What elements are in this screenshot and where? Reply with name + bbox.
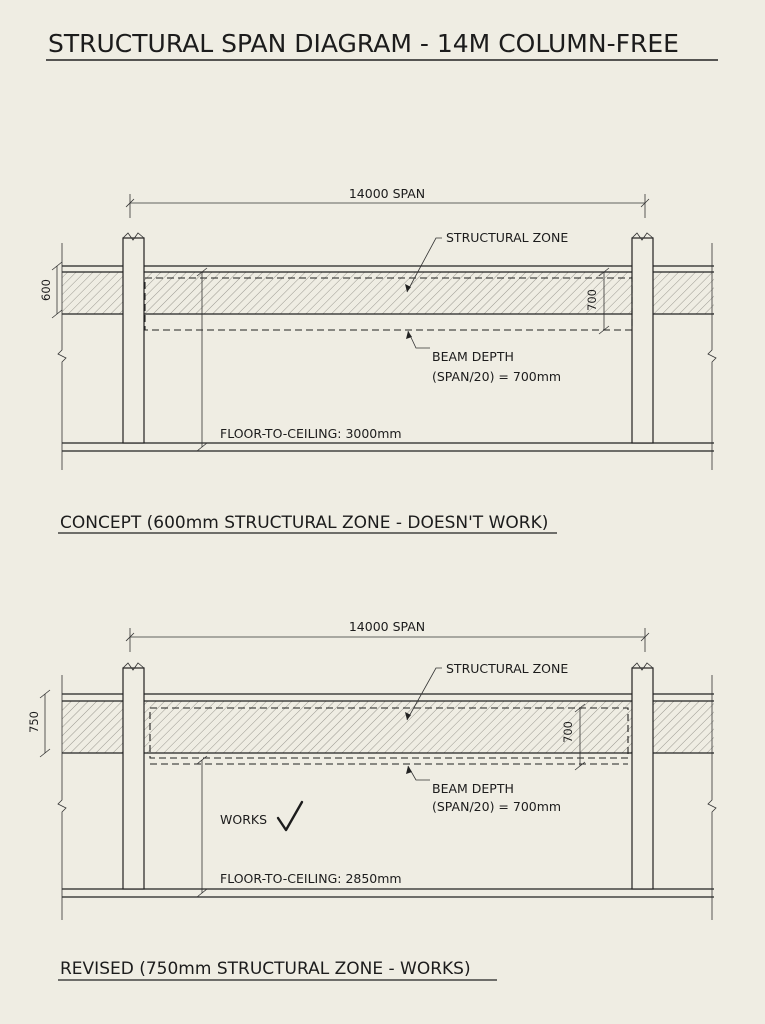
column-left-break xyxy=(122,232,145,241)
span-tick-right xyxy=(640,632,650,642)
ftc-tick-top xyxy=(196,267,208,277)
ftc-tick-bottom xyxy=(196,442,208,452)
span-tick-left xyxy=(125,632,135,642)
revised-caption: REVISED (750mm STRUCTURAL ZONE - WORKS) xyxy=(60,959,471,979)
checkmark-icon xyxy=(276,800,304,832)
ftc-tick-top xyxy=(196,755,208,765)
column-left xyxy=(122,237,145,444)
concept-caption: CONCEPT (600mm STRUCTURAL ZONE - DOESN'T… xyxy=(60,513,548,533)
column-right xyxy=(631,237,654,444)
beam-depth-dim-label: 700 xyxy=(585,289,599,311)
zone-depth-tick-top xyxy=(51,261,63,271)
structural-zone-hatch xyxy=(62,701,714,753)
concept-diagram: 14000 SPAN 600 700 FLOOR-TO-CE xyxy=(39,186,717,534)
zone-depth-label: 600 xyxy=(39,279,53,301)
beam-depth-label-2: (SPAN/20) = 700mm xyxy=(432,369,561,384)
structural-zone-leader xyxy=(406,237,442,293)
floor-to-ceiling-label: FLOOR-TO-CEILING: 2850mm xyxy=(220,871,402,886)
floor-to-ceiling-label: FLOOR-TO-CEILING: 3000mm xyxy=(220,426,402,441)
structural-zone-arrow xyxy=(405,712,411,720)
ftc-tick-bottom xyxy=(196,888,208,898)
works-status-label: WORKS xyxy=(220,812,267,827)
column-left-break xyxy=(122,662,145,671)
structural-zone-hatch xyxy=(62,272,714,314)
beam-depth-tick-bottom xyxy=(598,325,610,335)
beam-depth-label-2: (SPAN/20) = 700mm xyxy=(432,799,561,814)
span-label: 14000 SPAN xyxy=(349,619,425,634)
structural-zone-leader xyxy=(406,667,442,721)
break-line-right xyxy=(707,243,717,470)
column-left xyxy=(122,667,145,890)
span-tick-right xyxy=(640,198,650,208)
zone-depth-tick-top xyxy=(39,689,51,699)
break-line-right xyxy=(707,675,717,920)
revised-diagram: 14000 SPAN 750 700 FLOOR- xyxy=(27,619,717,981)
zone-depth-tick-bottom xyxy=(39,748,51,758)
beam-depth-arrow xyxy=(406,331,412,339)
structural-zone-label: STRUCTURAL ZONE xyxy=(446,230,568,245)
span-label: 14000 SPAN xyxy=(349,186,425,201)
break-line-left xyxy=(57,675,67,920)
beam-outline-dashed xyxy=(144,277,633,331)
column-right-break xyxy=(631,662,654,671)
beam-depth-tick-bottom xyxy=(574,761,586,771)
column-right xyxy=(631,667,654,890)
beam-depth-tick-top xyxy=(574,703,586,713)
zone-depth-tick-bottom xyxy=(51,309,63,319)
drawing-title: STRUCTURAL SPAN DIAGRAM - 14M COLUMN-FRE… xyxy=(48,29,679,58)
beam-depth-arrow xyxy=(406,766,412,774)
beam-depth-leader xyxy=(407,330,430,349)
structural-zone-arrow xyxy=(405,284,411,292)
beam-depth-leader xyxy=(407,765,430,781)
span-tick-left xyxy=(125,198,135,208)
beam-depth-tick-top xyxy=(598,267,610,277)
structural-zone-label: STRUCTURAL ZONE xyxy=(446,661,568,676)
break-line-left xyxy=(57,243,67,470)
zone-depth-label: 750 xyxy=(27,711,41,733)
beam-depth-dim-label: 700 xyxy=(561,721,575,743)
beam-depth-label-1: BEAM DEPTH xyxy=(432,781,514,796)
column-right-break xyxy=(631,232,654,241)
beam-depth-label-1: BEAM DEPTH xyxy=(432,349,514,364)
